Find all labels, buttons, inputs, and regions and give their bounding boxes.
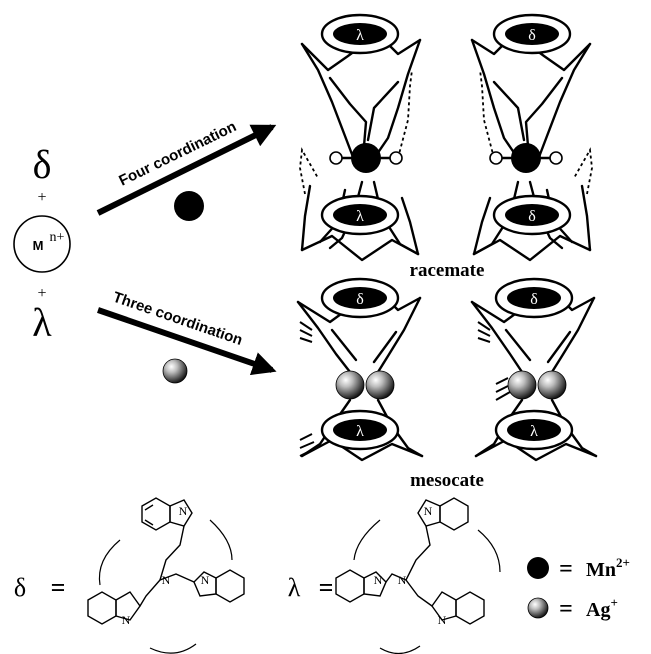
plus-bottom: + [37,285,46,302]
mesocate-left: δ λ [296,277,424,462]
n-label: N [424,504,433,518]
ring-bottom-label: λ [356,208,364,225]
lambda-ligand-structure [335,497,501,654]
ring-bottom-label: δ [528,208,536,225]
metal-symbol: M [33,238,44,253]
lambda-def-equals: = [319,573,334,602]
lambda-ligand-atoms: N N N N [374,504,447,627]
delta-definition: δ = [14,573,66,602]
metal-ion-circle [13,215,71,273]
mn-ion-ball [174,191,204,221]
mesocate-right: δ λ [470,277,598,462]
legend-ag: = Ag+ [527,595,618,622]
delta-def-symbol: δ [14,573,26,602]
ag-legend-label: Ag+ [586,595,618,621]
n-label: N [122,613,131,627]
donor-left [329,151,343,165]
racemate-right-helicate: δ δ [470,13,593,262]
ring-bottom-inner [333,419,387,441]
delta-symbol: δ [33,142,52,187]
delta-ligand-structure [87,497,245,654]
ring-top-inner [333,287,387,309]
racemate-label: racemate [410,260,485,281]
n-label: N [179,504,188,518]
ring-top-inner [333,23,387,45]
ring-bottom-inner [333,204,387,226]
ring-top-label: δ [530,291,538,308]
mn-legend-ball [527,557,549,579]
ag-legend-equals: = [559,596,573,622]
racemate-left-helicate: λ λ [299,13,422,262]
three-coordination-arrow [97,307,277,376]
n-label: N [162,573,171,587]
ag-center-right [537,370,567,400]
delta-def-equals: = [51,573,66,602]
ag-center-left [507,370,537,400]
mn-center [351,143,381,173]
three-coordination-arrow-group: Three coordination [97,289,277,384]
ag-center-right [365,370,395,400]
reactants: δ + M n+ + λ [13,142,71,345]
ring-bottom-label: λ [530,423,538,440]
plus-top: + [37,189,46,206]
four-coordination-arrow [96,124,277,216]
legend-mn: = Mn2+ [527,555,630,582]
ring-bottom-inner [507,419,561,441]
n-label: N [201,573,210,587]
donor-right [389,151,403,165]
ag-center-left [335,370,365,400]
lambda-definition: λ = [288,573,334,602]
ag-legend-ball [527,597,549,619]
ring-top-label: λ [356,27,364,44]
delta-ligand-atoms: N N N N [122,504,210,627]
ring-top-label: δ [528,27,536,44]
ring-top-label: δ [356,291,364,308]
four-coordination-arrow-group: Four coordination [96,118,277,221]
ring-top-inner [507,287,561,309]
mn-legend-equals: = [559,556,573,582]
n-label: N [374,573,383,587]
mesocate-label: mesocate [410,470,484,491]
ag-ion-ball [162,358,188,384]
metal-charge: n+ [50,230,65,245]
lambda-def-symbol: λ [288,573,301,602]
n-label: N [398,573,407,587]
lambda-symbol: λ [32,300,52,345]
ring-bottom-label: λ [356,423,364,440]
mn-legend-label: Mn2+ [586,555,630,581]
n-label: N [438,613,447,627]
